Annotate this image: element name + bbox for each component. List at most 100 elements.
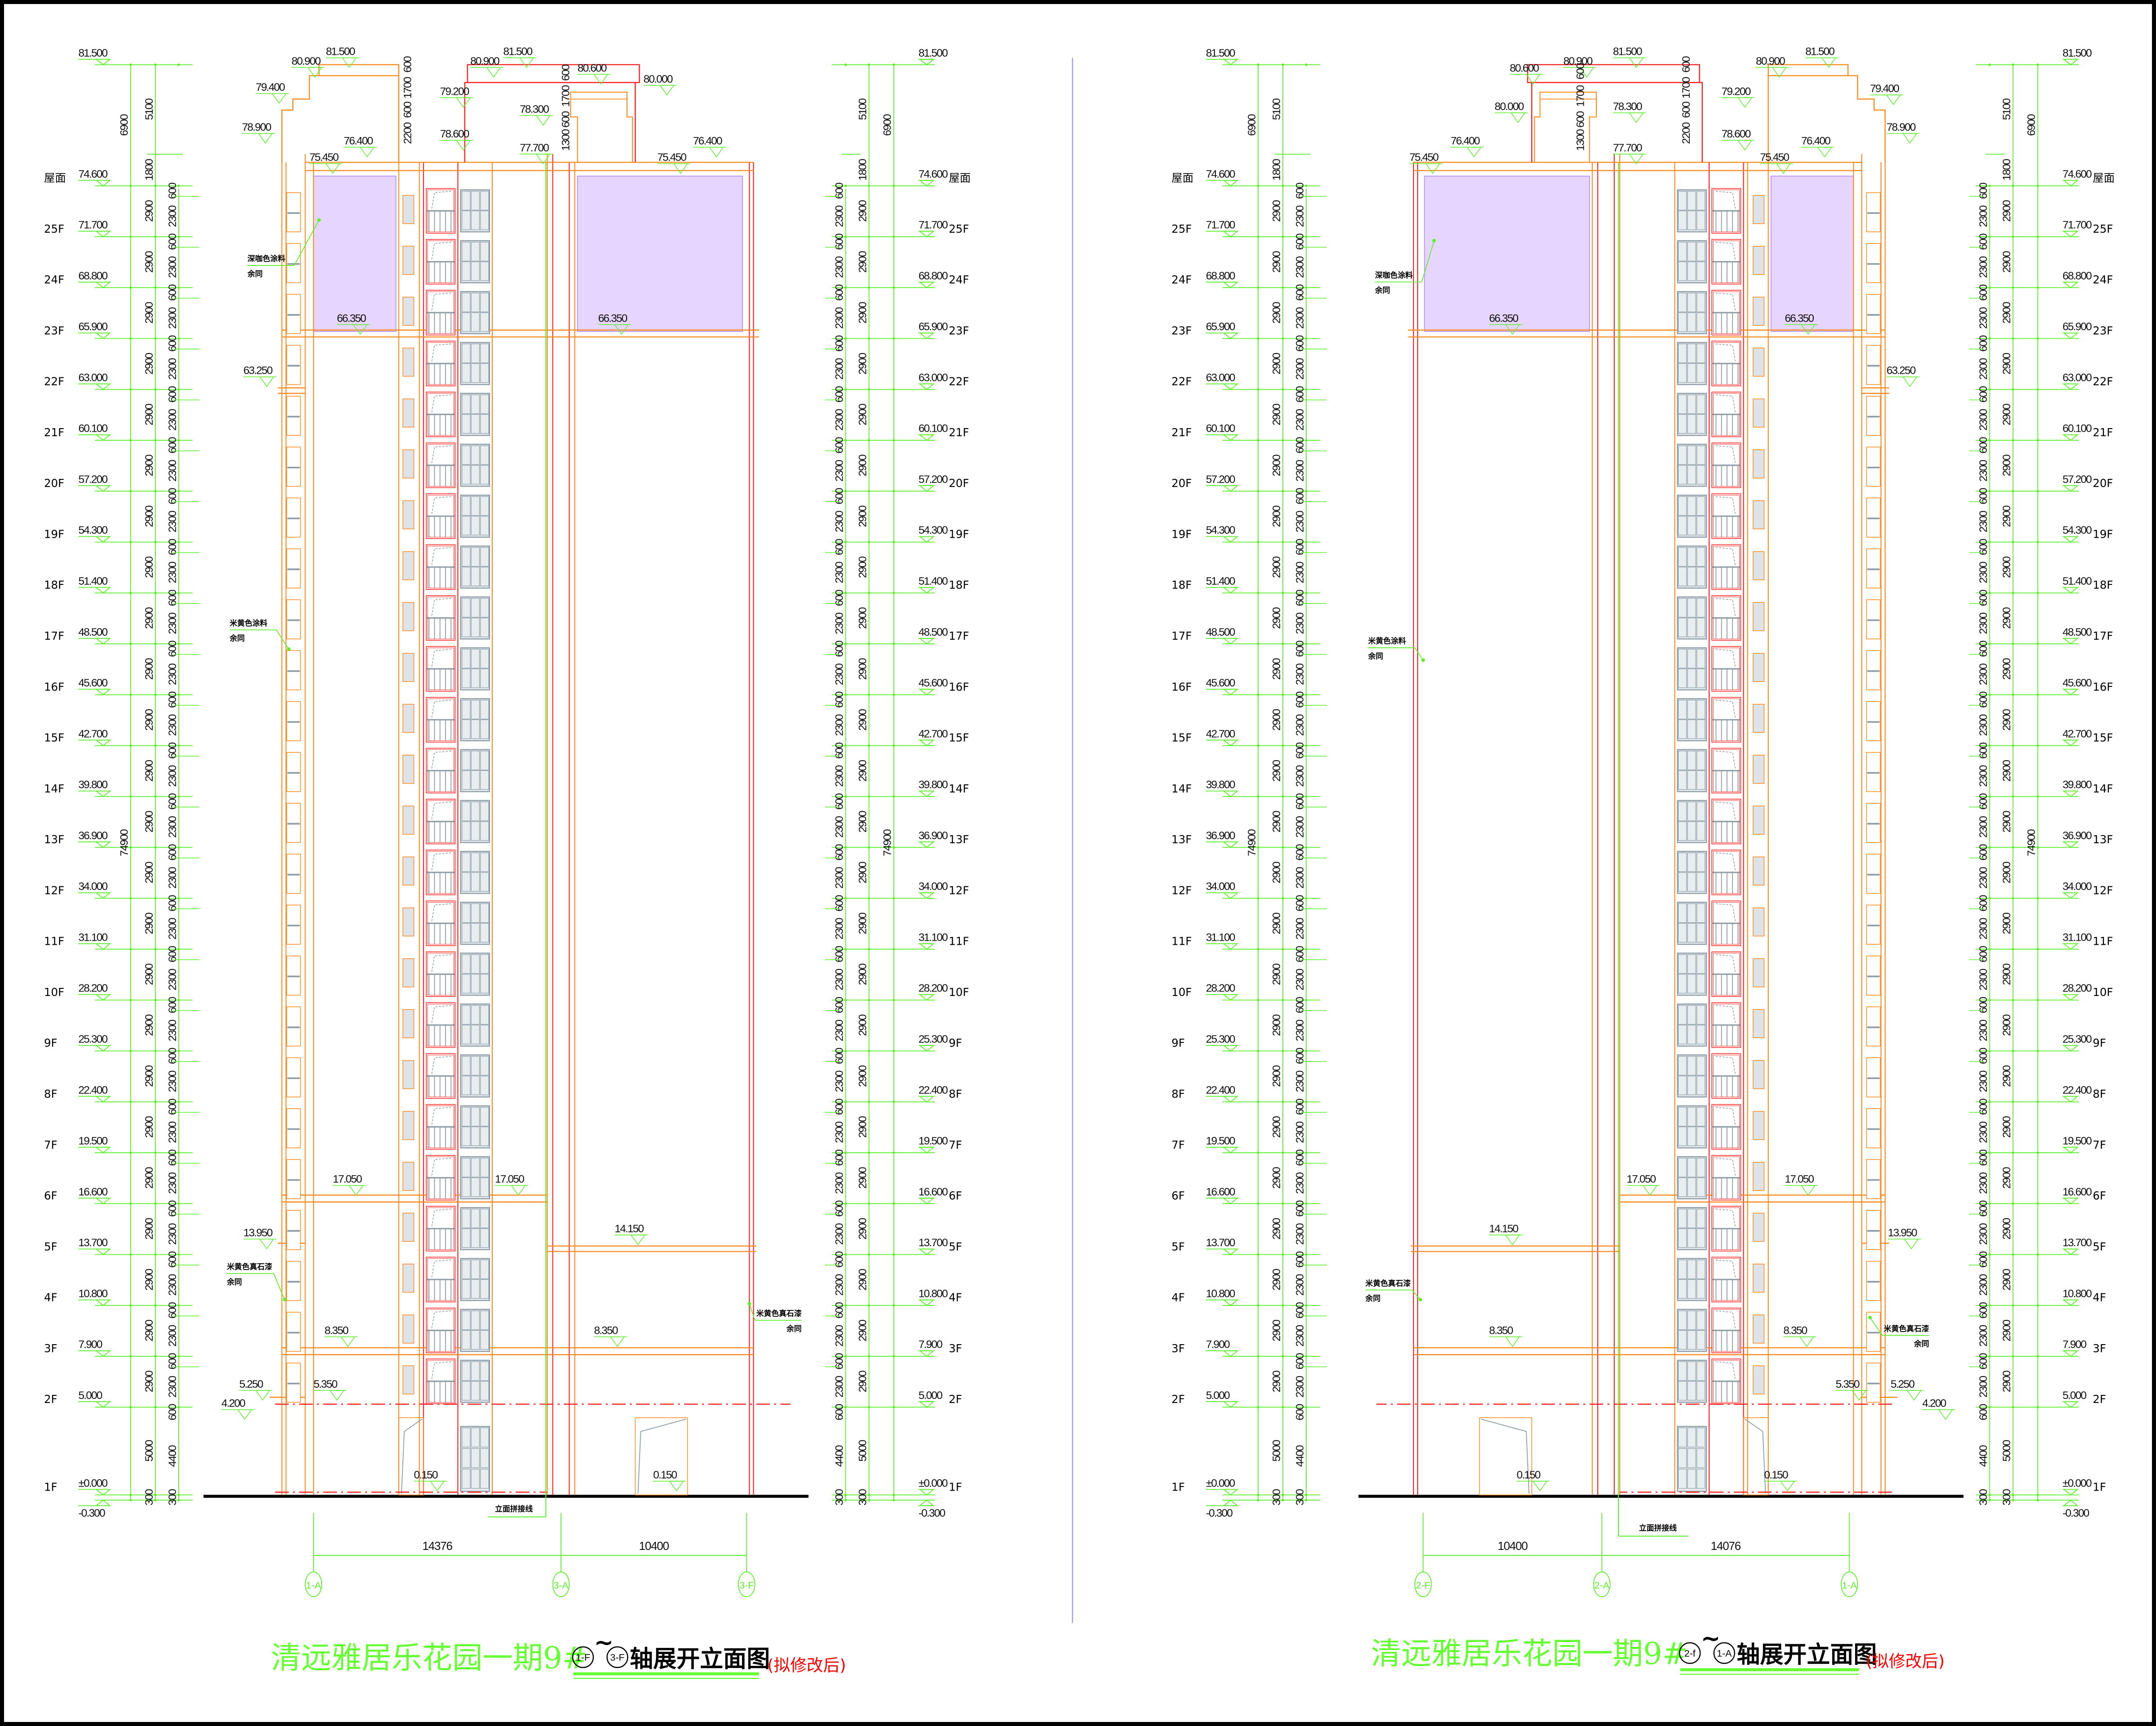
window-open-mark: [431, 649, 453, 667]
elevation-triangle-icon: [1505, 1235, 1520, 1245]
dimension-tick: [1257, 948, 1259, 951]
window-pane: [461, 210, 471, 230]
floor-label: 16F: [1171, 680, 1192, 693]
window-open-mark: [1714, 1259, 1736, 1278]
title-axis-to: 1-A: [1717, 1648, 1732, 1659]
door-swing-mark: [1480, 1418, 1529, 1494]
elevation-mark-label: 5.350: [314, 1378, 337, 1390]
floor-label: 12F: [1171, 884, 1192, 897]
balcony-frame: [1713, 1258, 1740, 1301]
dimension-tick: [154, 235, 157, 238]
window-pane: [1696, 1469, 1705, 1489]
window-pane: [480, 1075, 489, 1095]
dimension-tick: [844, 846, 847, 849]
elevation-mark-label: 76.400: [344, 135, 373, 147]
dimension-tick: [177, 744, 180, 747]
dimension-value: 1800: [857, 159, 869, 181]
elevation-triangle-icon: [1938, 1409, 1953, 1420]
level-triangle-icon: [96, 1096, 111, 1102]
window-pane: [480, 465, 489, 485]
level-triangle-icon: [2063, 230, 2079, 238]
dimension-tick: [2011, 999, 2015, 1001]
small-window: [402, 500, 415, 530]
dimension-value: 2900: [1271, 964, 1283, 985]
dimension-tick: [129, 846, 132, 849]
dimension-value: 2300: [1977, 816, 1989, 838]
window-pane: [1696, 1381, 1705, 1401]
title-axis-to: 3-F: [610, 1652, 624, 1663]
dimension-value: 2300: [834, 205, 846, 227]
dimension-value: 2900: [2001, 302, 2013, 323]
dimension-value: 2300: [167, 1223, 179, 1245]
wing-window: [1866, 752, 1881, 792]
dimension-tick: [129, 1355, 132, 1358]
window-pane: [1696, 923, 1705, 943]
elevation-mark-label: 17.050: [495, 1173, 524, 1186]
dimension-value: 2900: [2001, 251, 2013, 273]
elevation-mark-label: 79.200: [1722, 85, 1751, 97]
balcony-frame: [1713, 495, 1740, 538]
level-elevation-label: 65.900: [78, 321, 107, 333]
roof-parapet-left: [1767, 64, 1886, 163]
dimension-tick: [154, 337, 157, 340]
window-pane: [1678, 1177, 1687, 1197]
dimension-value: 5100: [1271, 98, 1283, 120]
window-pane: [480, 598, 489, 618]
window-pane: [471, 719, 480, 739]
elevation-triangle-icon: [673, 163, 689, 174]
window-pane: [461, 872, 471, 892]
level-elevation-label: 5.000: [1206, 1390, 1230, 1402]
window-pane: [1696, 1005, 1705, 1025]
floor-label: 18F: [949, 579, 969, 592]
window-pane: [480, 1279, 489, 1299]
floor-label: 屋面: [44, 171, 66, 184]
dimension-tick: [2011, 337, 2015, 340]
window-pane: [471, 751, 480, 770]
window-pane: [1678, 668, 1687, 688]
dimension-tick: [1988, 1202, 1991, 1205]
dimension-tick: [1257, 1202, 1259, 1205]
elevation-mark-label: 0.150: [653, 1469, 677, 1481]
window-pane: [1687, 617, 1697, 637]
window-open-mark: [1714, 954, 1736, 972]
level-triangle-icon: [1223, 1401, 1239, 1408]
elevation-mark-label: 77.700: [1613, 142, 1642, 154]
dimension-tick: [867, 744, 870, 747]
dimension-tick: [844, 540, 847, 544]
window-pane: [1687, 1107, 1697, 1127]
dimension-tick: [2036, 642, 2039, 645]
window-pane: [471, 1361, 480, 1381]
dimension-tick: [177, 235, 180, 238]
dimension-tick: [892, 846, 895, 849]
dimension-tick: [1281, 592, 1284, 594]
window-pane: [1687, 547, 1697, 567]
title-name: 轴展开立面图: [630, 1646, 770, 1673]
window-pane: [480, 292, 489, 312]
window-pane: [471, 1005, 480, 1025]
dimension-value: 2300: [167, 765, 179, 787]
dimension-tick: [1988, 388, 1991, 391]
window-pane: [1696, 1279, 1705, 1299]
level-elevation-label: 71.700: [78, 219, 107, 231]
dimension-tick: [2036, 1049, 2039, 1053]
level-triangle-icon: [2063, 332, 2079, 339]
dimension-tick: [2036, 795, 2039, 798]
dimension-tick: [129, 999, 132, 1001]
dimension-tick: [1988, 1355, 1991, 1358]
axis-label: 1-A: [306, 1580, 321, 1591]
balcony-frame: [1713, 851, 1740, 894]
dimension-tick: [1305, 846, 1308, 849]
elevation-mark-label: 81.500: [1613, 46, 1642, 58]
window-pane: [471, 1427, 480, 1447]
level-triangle-icon: [2063, 1299, 2079, 1306]
elevation-mark-label: 66.350: [337, 312, 366, 324]
small-window: [402, 1263, 415, 1293]
entrance-door: [398, 1417, 424, 1496]
window-pane: [461, 465, 471, 485]
window-open-mark: [431, 292, 453, 311]
window-pane: [471, 1075, 480, 1095]
dimension-value: 2900: [857, 1065, 869, 1087]
axis-bubble-icon: [606, 1646, 628, 1668]
dimension-tick: [1257, 184, 1259, 187]
leader-line: [1412, 1289, 1421, 1300]
